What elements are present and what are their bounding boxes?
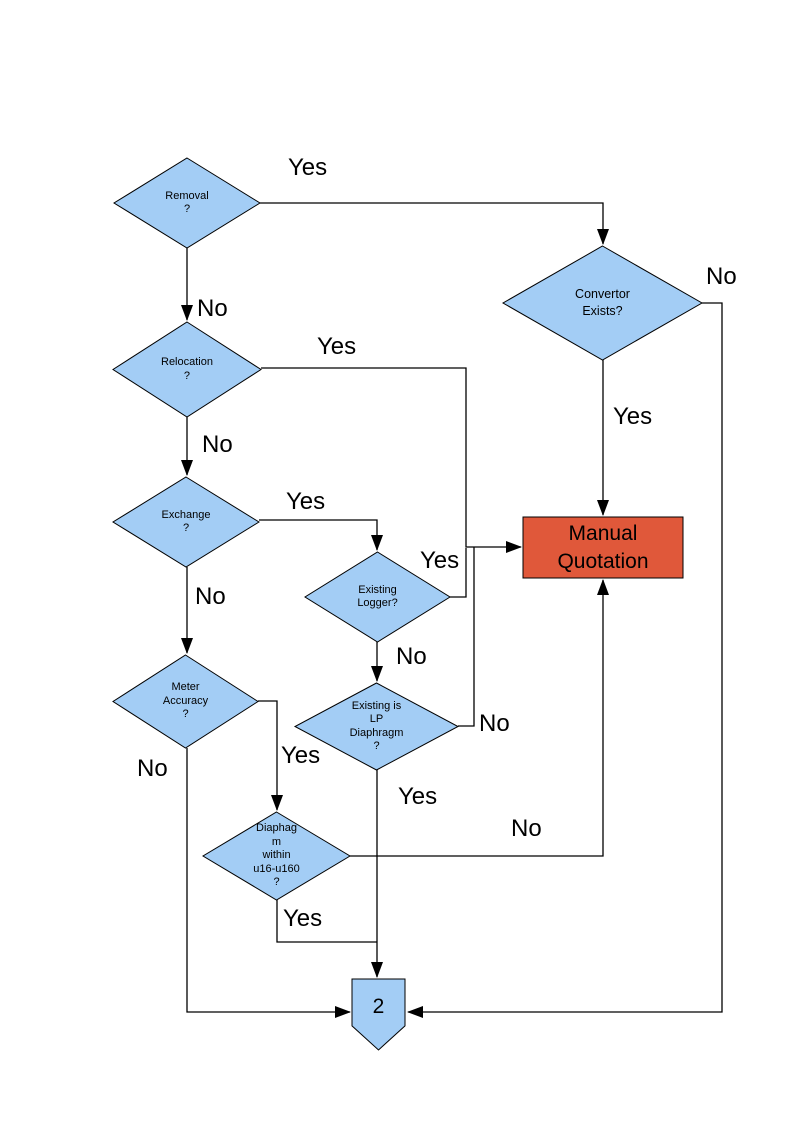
process-manual-quotation: Manual Quotation bbox=[523, 517, 683, 578]
flow-label-meter-yes: Yes bbox=[281, 742, 321, 769]
decision-removal: Removal ? bbox=[114, 158, 260, 248]
edge-logger-yes bbox=[450, 548, 467, 598]
edge-diaphagm-yes bbox=[276, 900, 377, 943]
flow-label-removal-yes: Yes bbox=[288, 154, 328, 181]
flow-label-relocation-no: No bbox=[202, 431, 233, 458]
flow-label-diaphagm-yes: Yes bbox=[283, 905, 323, 932]
decision-removal-label: Removal ? bbox=[165, 189, 209, 215]
diamond-shape bbox=[503, 246, 702, 360]
edge-convertor-no bbox=[407, 302, 723, 1018]
flow-label-exchange-no: No bbox=[195, 583, 226, 610]
flow-label-exchange-yes: Yes bbox=[286, 488, 326, 515]
diamond-shape bbox=[203, 812, 350, 900]
diamond-shape bbox=[114, 158, 260, 248]
flow-label-lp-no: No bbox=[479, 710, 510, 737]
decision-existing-lp-diaphragm-label: Existing is LP Diaphragm ? bbox=[349, 699, 404, 752]
edge-removal-yes bbox=[260, 202, 609, 245]
offpage-connector-2-label: 2 bbox=[372, 994, 385, 1018]
edge-relocation-yes bbox=[261, 367, 522, 553]
flow-label-meter-no: No bbox=[137, 755, 168, 782]
decision-existing-logger: Existing Logger? bbox=[305, 552, 450, 642]
flow-label-removal-no: No bbox=[197, 295, 228, 322]
decision-existing-logger-label: Existing Logger? bbox=[357, 583, 398, 609]
decision-meter-accuracy: Meter Accuracy ? bbox=[113, 655, 258, 748]
decision-convertor-exists-label: Convertor Exists? bbox=[575, 287, 630, 318]
decision-existing-lp-diaphragm: Existing is LP Diaphragm ? bbox=[295, 683, 458, 770]
decision-exchange: Exchange ? bbox=[113, 477, 259, 567]
diamond-shape bbox=[305, 552, 450, 642]
decision-convertor-exists: Convertor Exists? bbox=[503, 246, 702, 360]
edge-diaphagm-no bbox=[350, 579, 609, 857]
flow-label-relocation-yes: Yes bbox=[317, 333, 357, 360]
decision-diaphagm-range: Diaphag m within u16-u160 ? bbox=[203, 812, 350, 900]
process-manual-quotation-label: Manual Quotation bbox=[557, 522, 649, 573]
process-shape bbox=[523, 517, 683, 578]
flow-label-lp-yes: Yes bbox=[398, 783, 438, 810]
flow-label-convertor-yes: Yes bbox=[613, 403, 653, 430]
flow-label-diaphagm-no: No bbox=[511, 815, 542, 842]
edge-lp-no bbox=[458, 547, 475, 727]
flow-label-logger-yes: Yes bbox=[420, 547, 460, 574]
decision-exchange-label: Exchange ? bbox=[161, 508, 211, 534]
edge-exchange-yes bbox=[259, 519, 383, 551]
offpage-connector-shape bbox=[352, 979, 405, 1050]
diamond-shape bbox=[295, 683, 458, 770]
flow-label-logger-no: No bbox=[396, 643, 427, 670]
decision-relocation: Relocation ? bbox=[113, 322, 261, 417]
decision-relocation-label: Relocation ? bbox=[161, 356, 213, 382]
diamond-shape bbox=[113, 322, 261, 417]
offpage-connector-2: 2 bbox=[352, 979, 405, 1050]
edge-meter-yes bbox=[258, 700, 283, 811]
flow-label-convertor-no: No bbox=[706, 263, 737, 290]
diamond-shape bbox=[113, 655, 258, 748]
edge-meter-no bbox=[186, 748, 351, 1018]
decision-diaphagm-range-label: Diaphag m within u16-u160 ? bbox=[253, 822, 300, 889]
decision-meter-accuracy-label: Meter Accuracy ? bbox=[162, 681, 209, 721]
diamond-shape bbox=[113, 477, 259, 567]
